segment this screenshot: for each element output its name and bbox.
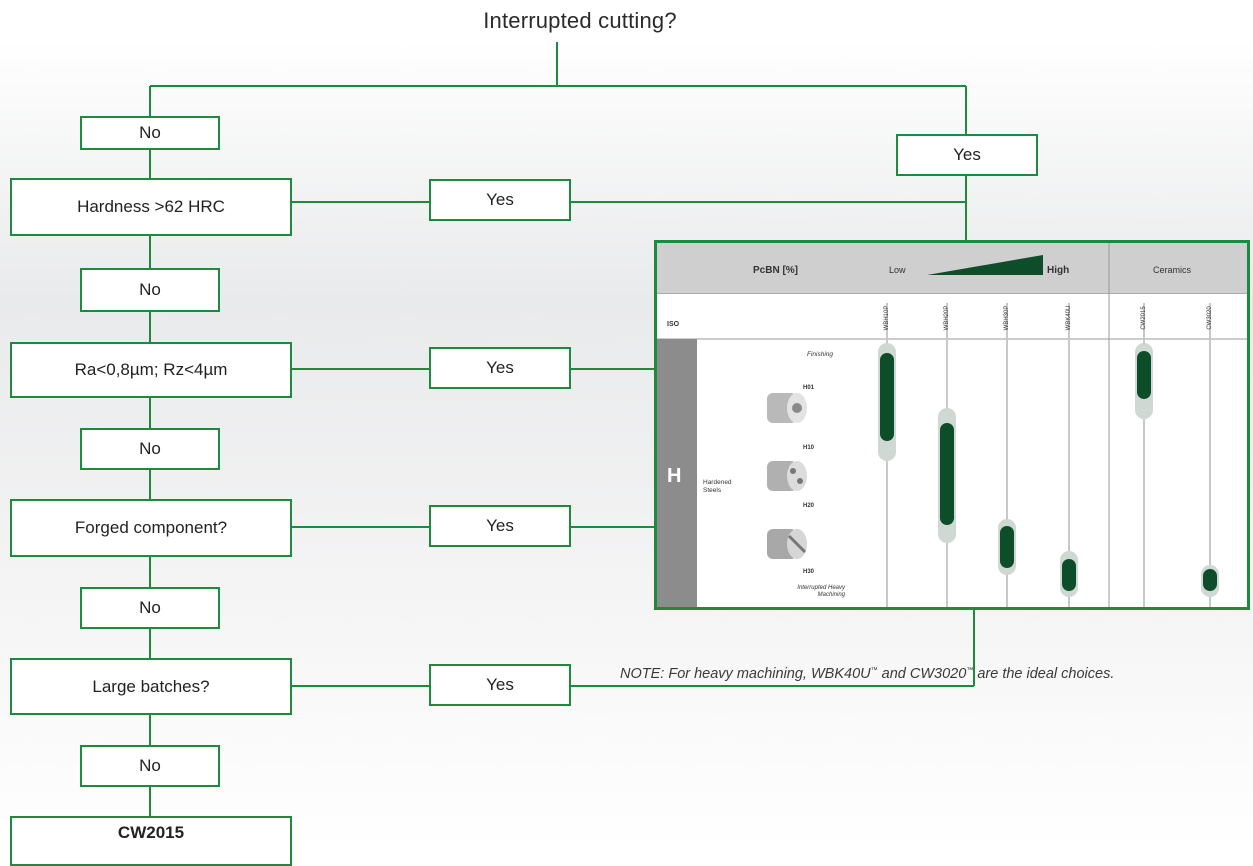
no-box-5: No	[80, 745, 220, 787]
grade-range-wbh20p	[938, 408, 956, 543]
result-cw2015-box: CW2015	[10, 816, 292, 866]
flowchart-title: Interrupted cutting?	[483, 8, 677, 33]
heavy-machining-label: Interrupted Heavy Machining	[797, 585, 845, 598]
note-grade-1: WBK40U	[811, 666, 871, 682]
trademark-mark-1: ™	[870, 667, 878, 675]
note-middle: and	[877, 666, 910, 682]
grade-range-wbh30p	[998, 519, 1016, 575]
header-ceramics-label: Ceramics	[1153, 265, 1192, 275]
grade-label-wbh20p: WBH20P	[944, 305, 950, 331]
trademark-mark-2: ™	[966, 667, 974, 675]
no-box-2: No	[80, 268, 220, 312]
yes-box-batches: Yes	[429, 664, 571, 706]
forged-question-box: Forged component?	[10, 499, 292, 557]
yes-box-forged: Yes	[429, 505, 571, 547]
level-h10: H10	[803, 445, 815, 451]
chart-header	[657, 243, 1247, 294]
header-low-label: Low	[889, 265, 906, 275]
note-grade-2: CW3020	[909, 666, 967, 682]
header-pcbn-label: PcBN [%]	[753, 265, 799, 276]
roughness-question-box: Ra<0,8µm; Rz<4µm	[10, 342, 292, 398]
note-prefix: NOTE: For heavy machining,	[620, 666, 811, 682]
hardness-question-box: Hardness >62 HRC	[10, 178, 292, 236]
grade-selection-chart: PcBN [%] Low High Ceramics ISO H Hardene…	[654, 240, 1250, 610]
grade-label-wbk40u: WBK40U	[1066, 305, 1072, 331]
no-box-4: No	[80, 587, 220, 629]
batches-question-box: Large batches?	[10, 658, 292, 715]
grade-range-cw3020	[1201, 565, 1219, 597]
iso-group-h: H	[667, 465, 682, 487]
grade-range-wbk40u	[1060, 551, 1078, 597]
yes-box-top: Yes	[896, 134, 1038, 176]
iso-side-band	[657, 339, 697, 607]
no-box-1: No	[80, 116, 220, 150]
level-h01: H01	[803, 385, 815, 391]
note-suffix: are the ideal choices.	[973, 666, 1115, 682]
material-label: Hardened Steels	[703, 479, 732, 494]
workpiece-icon-h01	[767, 393, 807, 423]
no-box-3: No	[80, 428, 220, 470]
chart-graphics	[657, 243, 1247, 607]
low-high-wedge	[927, 255, 1043, 275]
grade-label-wbh30p: WBH30P	[1004, 305, 1010, 331]
level-h20: H20	[803, 503, 815, 509]
finishing-label: Finishing	[807, 351, 834, 358]
yes-box-roughness: Yes	[429, 347, 571, 389]
yes-box-hardness: Yes	[429, 179, 571, 221]
iso-label: ISO	[667, 321, 680, 328]
grade-label-cw3020: CW3020	[1207, 306, 1213, 330]
workpiece-icon-h10	[767, 461, 807, 491]
grade-label-cw2015: CW2015	[1141, 306, 1147, 330]
grade-range-wbh10p	[878, 343, 896, 461]
grade-range-cw2015	[1135, 343, 1153, 419]
footnote: NOTE: For heavy machining, WBK40U™ and C…	[620, 666, 1250, 682]
workpiece-icon-h20	[767, 529, 807, 559]
level-h30: H30	[803, 569, 815, 575]
grade-label-wbh10p: WBH10P	[884, 305, 890, 331]
header-high-label: High	[1047, 265, 1070, 276]
